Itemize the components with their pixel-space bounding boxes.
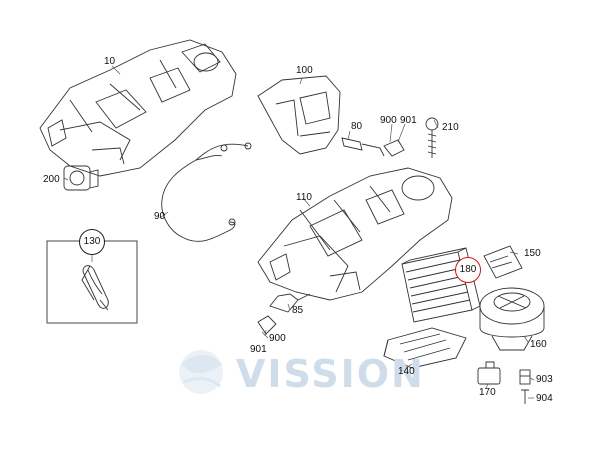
- callout-160: 160: [530, 339, 547, 350]
- part-210-screw: [425, 117, 439, 158]
- part-10-housing: [39, 39, 237, 177]
- part-170-sensor: [477, 361, 501, 385]
- callout-901-top: 901: [400, 115, 417, 126]
- callout-210: 210: [442, 122, 459, 133]
- callout-110: 110: [296, 192, 312, 203]
- callout-140: 140: [398, 366, 415, 377]
- callout-80: 80: [351, 121, 363, 132]
- part-903-clip: [519, 369, 531, 385]
- callout-10: 10: [104, 56, 116, 67]
- part-904-screw: [521, 389, 529, 404]
- part-150-regulator: [483, 245, 523, 279]
- callout-90: 90: [154, 211, 166, 222]
- callout-150: 150: [524, 248, 541, 259]
- part-85-bolt: [257, 293, 311, 335]
- callout-900-bottom: 900: [269, 333, 286, 344]
- leader-lines: [63, 65, 535, 399]
- watermark-text: VISSION: [236, 352, 425, 396]
- callout-130: 130: [79, 229, 105, 255]
- callout-900-top: 900: [380, 115, 397, 126]
- part-110-housing: [257, 167, 453, 301]
- watermark-logo: [179, 350, 223, 394]
- callout-170: 170: [479, 387, 496, 398]
- part-80-connector: [341, 137, 405, 157]
- callout-85: 85: [292, 305, 304, 316]
- callout-903: 903: [536, 374, 553, 385]
- part-90-cable: [161, 142, 252, 242]
- callout-200: 200: [43, 174, 60, 185]
- part-140-cover: [383, 327, 467, 369]
- callout-180: 180: [455, 257, 481, 283]
- callout-904: 904: [536, 393, 553, 404]
- part-160-blower: [479, 287, 545, 351]
- callout-100: 100: [296, 65, 313, 76]
- callout-901-bottom: 901: [250, 344, 267, 355]
- part-180-filter: [401, 247, 481, 323]
- part-100-bracket: [257, 75, 341, 155]
